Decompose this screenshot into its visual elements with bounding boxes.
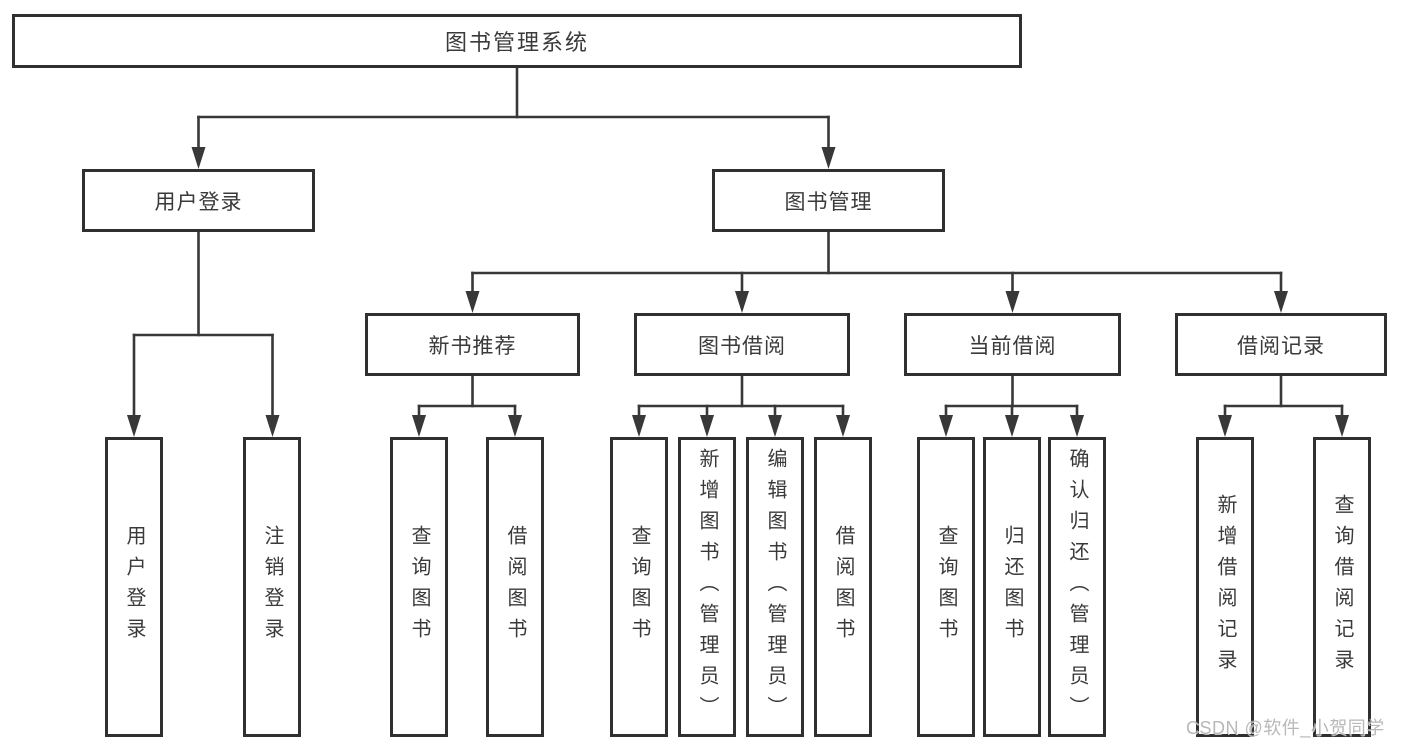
leaf-user-login-label: 用户登录 [123,525,145,649]
leaf-current-query-books-label: 查询图书 [935,525,957,649]
leaf-rec-query-books: 查询图书 [390,437,448,737]
connector-root [191,66,836,169]
node-user-login-label: 用户登录 [154,190,243,214]
leaf-current-query-books: 查询图书 [917,437,975,737]
node-book-mgmt: 图书管理 [712,169,945,232]
leaf-borrow-books-label: 借阅图书 [832,525,854,649]
leaf-logout-label: 注销登录 [261,525,283,649]
leaf-add-borrow-record: 新增借阅记录 [1196,437,1254,737]
leaf-add-books-admin-label: 新增图书（管理员） [696,447,718,727]
connector-book-mgmt [465,230,1288,313]
leaf-add-books-admin: 新增图书（管理员） [678,437,736,737]
leaf-rec-query-books-label: 查询图书 [408,525,430,649]
leaf-borrow-query-books-label: 查询图书 [628,525,650,649]
node-user-login: 用户登录 [82,169,315,232]
node-book-mgmt-label: 图书管理 [784,190,873,214]
node-borrow-record: 借阅记录 [1175,313,1387,376]
connector-book-borrow [632,374,850,437]
leaf-query-borrow-record: 查询借阅记录 [1313,437,1371,737]
node-book-borrow-label: 图书借阅 [698,334,786,358]
node-root-label: 图书管理系统 [444,30,589,55]
leaf-return-books: 归还图书 [983,437,1041,737]
csdn-watermark: CSDN @软件_小贺同学 [1186,718,1385,738]
node-new-book-rec-label: 新书推荐 [428,334,517,358]
connector-user-login [127,230,280,437]
connector-borrow-record [1218,374,1349,437]
node-current-borrow-label: 当前借阅 [968,334,1057,358]
leaf-borrow-books: 借阅图书 [814,437,872,737]
node-root: 图书管理系统 [12,14,1022,68]
leaf-user-login: 用户登录 [105,437,163,737]
leaf-logout: 注销登录 [243,437,301,737]
leaf-confirm-return-admin: 确认归还（管理员） [1048,437,1106,737]
connector-current-borrow [939,374,1084,437]
node-new-book-rec: 新书推荐 [365,313,580,376]
leaf-rec-borrow-books-label: 借阅图书 [504,525,526,649]
connector-new-book-rec [412,374,522,437]
leaf-edit-books-admin-label: 编辑图书（管理员） [764,447,786,727]
node-borrow-record-label: 借阅记录 [1237,334,1325,358]
leaf-query-borrow-record-label: 查询借阅记录 [1331,494,1353,680]
leaf-edit-books-admin: 编辑图书（管理员） [746,437,804,737]
node-current-borrow: 当前借阅 [904,313,1121,376]
leaf-add-borrow-record-label: 新增借阅记录 [1214,494,1236,680]
leaf-return-books-label: 归还图书 [1001,525,1023,649]
node-book-borrow: 图书借阅 [634,313,850,376]
leaf-borrow-query-books: 查询图书 [610,437,668,737]
leaf-confirm-return-admin-label: 确认归还（管理员） [1066,447,1088,727]
leaf-rec-borrow-books: 借阅图书 [486,437,544,737]
